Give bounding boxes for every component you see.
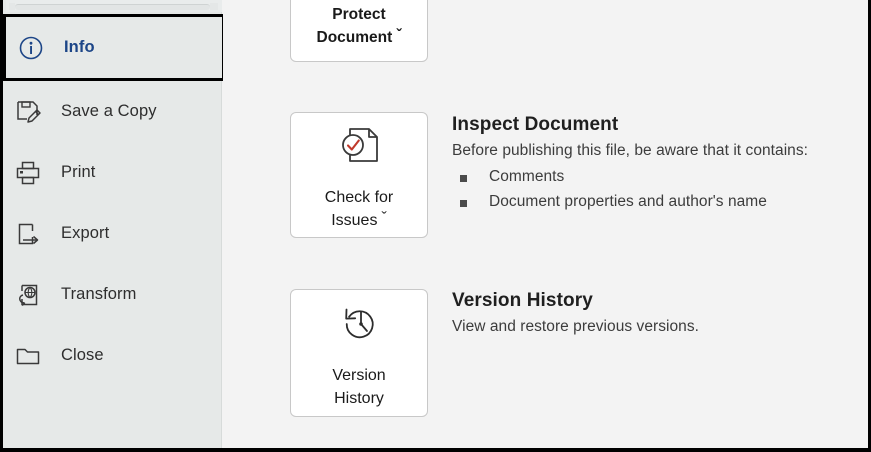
- version-history-label-line1: Version: [332, 366, 386, 384]
- sidebar-item-export[interactable]: Export: [3, 203, 225, 264]
- bullet-square-icon: [460, 175, 467, 182]
- list-item-label: Document properties and author's name: [489, 193, 767, 210]
- export-icon: [11, 217, 45, 251]
- protect-document-label-line1: Protect: [332, 6, 386, 23]
- printer-icon: [11, 156, 45, 190]
- version-history-title: Version History: [452, 290, 593, 311]
- check-for-issues-label-text: Issues: [331, 211, 378, 229]
- version-history-button[interactable]: Version History: [290, 289, 428, 417]
- chevron-down-icon[interactable]: ˇ: [381, 209, 387, 227]
- transform-globe-icon: [11, 278, 45, 312]
- document-check-icon: [333, 119, 385, 176]
- list-item-label: Comments: [489, 168, 565, 185]
- inspect-document-bullet-list: Comments Document properties and author'…: [452, 168, 808, 211]
- backstage-sidebar: Info Save a Copy: [0, 0, 225, 448]
- inspect-document-section: Inspect Document Before publishing this …: [452, 114, 808, 218]
- sidebar-item-close[interactable]: Close: [3, 325, 225, 386]
- sidebar-item-transform[interactable]: Transform: [3, 264, 225, 325]
- version-history-label-line2: History: [334, 389, 384, 407]
- inspect-document-title: Inspect Document: [452, 114, 619, 135]
- divider-cap-right: [210, 3, 218, 10]
- inspect-document-description: Before publishing this file, be aware th…: [452, 142, 809, 159]
- divider-cap-left: [9, 3, 15, 10]
- info-circle-icon: [14, 31, 48, 65]
- sidebar-top-divider: [6, 0, 222, 12]
- save-copy-icon: [11, 95, 45, 129]
- divider-rail: [15, 4, 210, 10]
- list-item: Comments: [452, 168, 808, 186]
- protect-document-label-text: Document: [316, 29, 393, 46]
- sidebar-item-label-export: Export: [61, 224, 110, 242]
- sidebar-item-save-a-copy[interactable]: Save a Copy: [3, 81, 225, 142]
- check-for-issues-label-line1: Check for: [324, 188, 394, 206]
- sidebar-item-label-transform: Transform: [61, 285, 137, 303]
- sidebar-item-print[interactable]: Print: [3, 142, 225, 203]
- sidebar-nav: Info Save a Copy: [3, 14, 225, 386]
- bullet-square-icon: [460, 200, 467, 207]
- sidebar-item-label-save-a-copy: Save a Copy: [61, 102, 157, 120]
- sidebar-item-info[interactable]: Info: [3, 14, 225, 81]
- clock-back-icon: [333, 297, 385, 354]
- folder-icon: [11, 339, 45, 373]
- version-history-section: Version History View and restore previou…: [452, 290, 699, 336]
- sidebar-item-label-close: Close: [61, 346, 104, 364]
- sidebar-item-label-info: Info: [64, 38, 95, 56]
- chevron-down-icon[interactable]: ˇ: [396, 27, 402, 44]
- list-item: Document properties and author's name: [452, 193, 808, 211]
- sidebar-item-label-print: Print: [61, 163, 96, 181]
- version-history-description: View and restore previous versions.: [452, 318, 700, 335]
